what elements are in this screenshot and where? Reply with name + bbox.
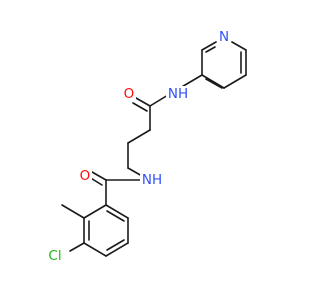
amide-nitrogen-upper-label: NH [168,86,188,102]
chemical-structure-diagram: O NH N O NH Cl [44,29,247,264]
amide-nitrogen-lower-label: NH [142,172,162,188]
bond-pyridine-6-inner [205,46,216,53]
bond-carbonyl-lower [91,171,107,181]
bond-chain-to-nh [127,167,143,177]
bond-chlorine [69,242,85,252]
bond-pyridine-2-inner [205,78,223,89]
bond-pyridine-6 [201,41,217,51]
bond-benzene-1 [83,204,107,219]
pyridine-nitrogen-label: N [219,29,229,45]
bond-ring-to-methylene [179,74,203,89]
bonds [61,41,247,257]
bond-benzene-4 [105,242,129,257]
amide-oxygen-upper-label: O [124,86,135,102]
bond-pyridine-2 [201,74,225,89]
bond-benzene-6-inner [106,210,125,222]
bond-benzene-6 [105,204,129,219]
bond-carbonyl-upper-double [132,102,148,112]
bond-benzene-3 [83,242,107,257]
bond-chain-1 [127,129,151,144]
bond-benzene-4-inner [106,239,125,251]
atom-labels: O NH N O NH Cl [44,29,231,264]
bond-pyridine-5 [231,41,247,51]
bond-methyl [61,204,85,219]
bond-carbonyl-upper [135,97,151,107]
amide-oxygen-lower-label: O [80,168,91,184]
bond-pyridine-3 [223,74,247,89]
bond-nh-to-carbonyl [149,94,169,107]
chlorine-label: Cl [48,248,61,264]
